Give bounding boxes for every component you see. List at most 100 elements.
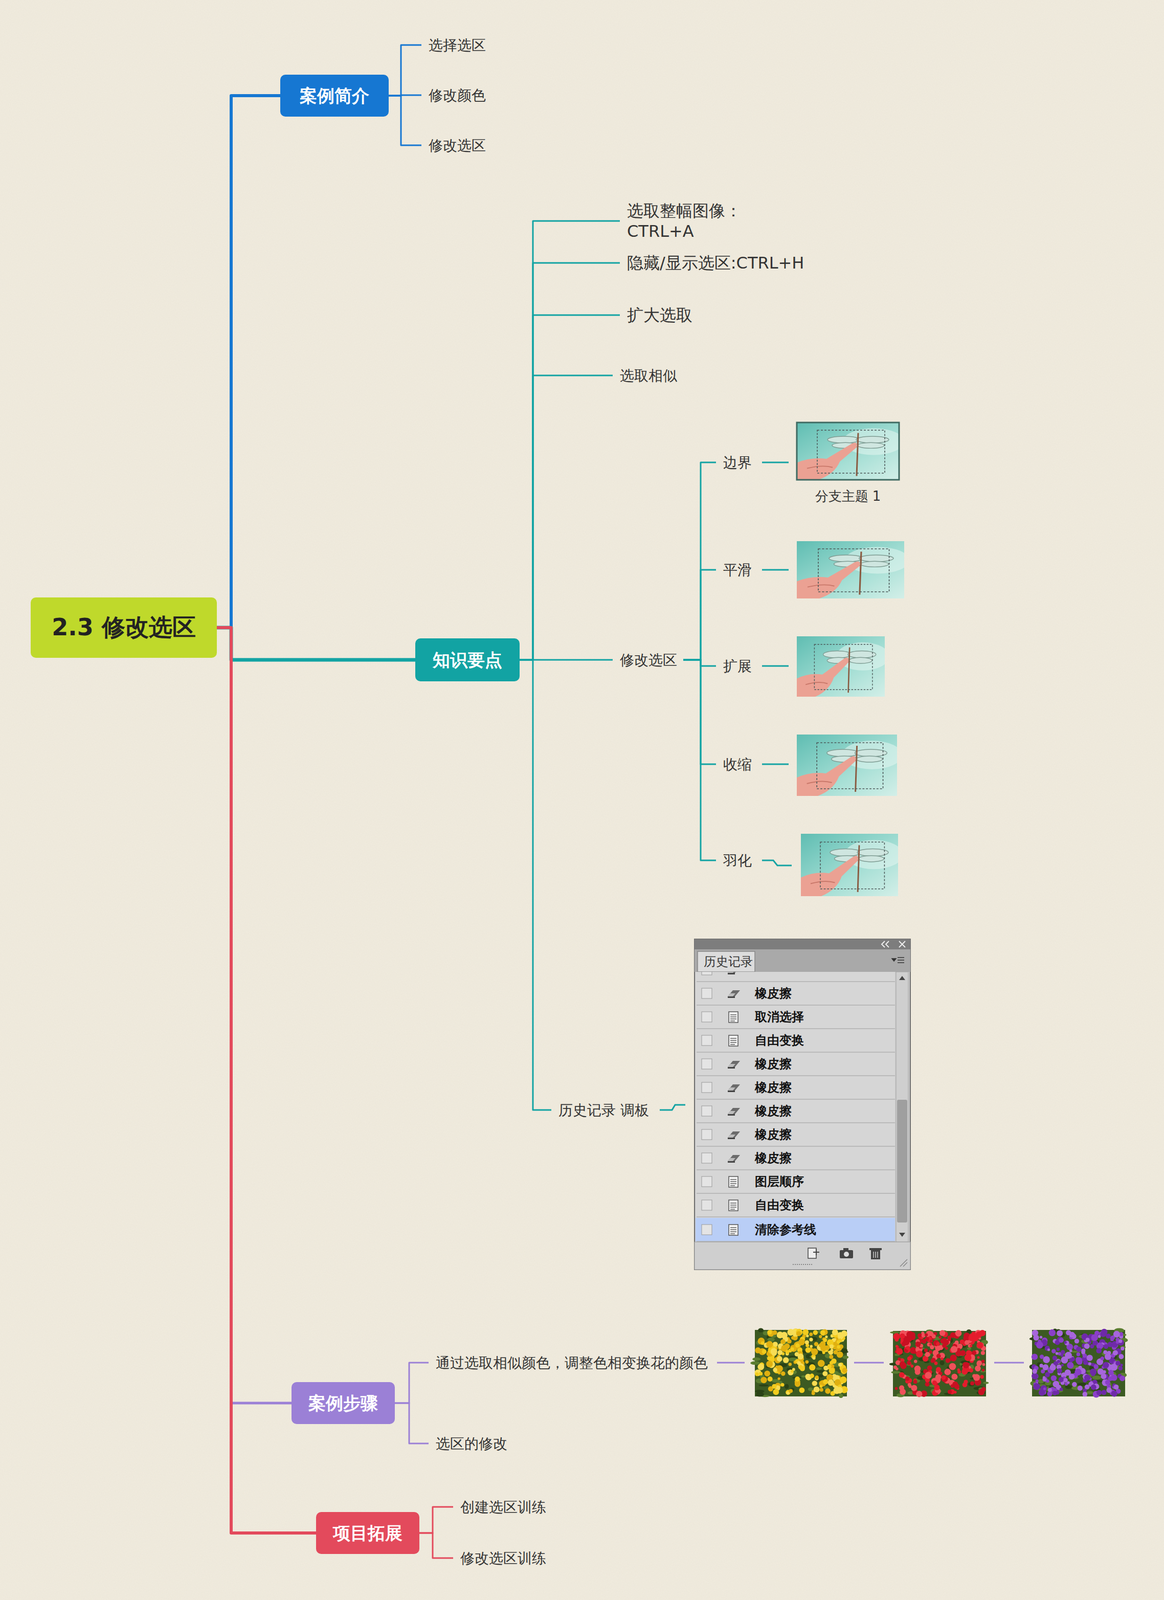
flower <box>827 1379 834 1386</box>
subtopic: 选区的修改 <box>428 1432 514 1455</box>
flower <box>969 1344 973 1348</box>
flower <box>790 1347 795 1351</box>
flower <box>906 1330 914 1338</box>
flower <box>974 1364 981 1372</box>
flower <box>973 1373 980 1381</box>
flower <box>1086 1354 1093 1361</box>
flower <box>1040 1384 1047 1392</box>
flower <box>915 1390 923 1397</box>
flower <box>791 1335 795 1340</box>
flower <box>1058 1376 1064 1382</box>
flower <box>809 1337 813 1341</box>
flower <box>787 1369 794 1376</box>
subtopic: 通过选取相似颜色，调整色相变换花的颜色 <box>428 1351 714 1374</box>
flower <box>755 1372 759 1376</box>
connector <box>519 659 552 1110</box>
panel-rows <box>696 971 895 1242</box>
subtopic: 修改颜色 <box>421 84 492 107</box>
flower <box>823 1337 827 1342</box>
flower <box>794 1376 800 1382</box>
topic-text: 选取相似 <box>619 366 678 385</box>
flower <box>1058 1337 1064 1343</box>
flower <box>841 1367 847 1373</box>
panel-footer <box>694 1241 911 1270</box>
leaf <box>838 1393 843 1398</box>
row-checkbox <box>701 1058 712 1069</box>
flower <box>1120 1363 1123 1367</box>
flower <box>1044 1345 1050 1351</box>
flower <box>1032 1368 1038 1374</box>
history-step: 取消选择 <box>754 1009 804 1025</box>
subtopic: 扩大选取 <box>619 302 699 328</box>
flower <box>896 1347 900 1351</box>
panel-menu-icon <box>891 957 905 963</box>
flower <box>780 1371 786 1376</box>
photo-ground <box>754 1329 847 1397</box>
eraser-icon <box>727 1131 741 1139</box>
history-step: 橡皮擦 <box>754 1079 792 1095</box>
flower <box>953 1390 957 1394</box>
flower <box>829 1354 834 1359</box>
flower <box>830 1348 834 1352</box>
row-checkbox <box>701 1176 712 1187</box>
flower <box>944 1368 952 1376</box>
flower <box>1050 1375 1057 1381</box>
flower <box>839 1376 847 1384</box>
flower <box>840 1367 848 1375</box>
leaf <box>1091 1375 1102 1380</box>
flower <box>1042 1375 1046 1379</box>
connector <box>683 659 716 666</box>
flower <box>777 1377 780 1380</box>
flower <box>833 1349 838 1355</box>
leader-line <box>762 860 792 866</box>
flower <box>1118 1353 1125 1359</box>
flower <box>935 1373 942 1380</box>
topic-text: 修改选区 <box>428 136 486 155</box>
topic-title: 知识要点 <box>432 648 503 671</box>
flower <box>951 1373 958 1380</box>
panel-frame <box>694 938 911 1270</box>
flower <box>777 1349 783 1355</box>
flower <box>1102 1361 1109 1369</box>
flower <box>1056 1347 1060 1351</box>
flower <box>766 1340 773 1348</box>
flower <box>930 1358 935 1363</box>
flower <box>1042 1355 1050 1363</box>
flower <box>955 1329 962 1337</box>
flower <box>829 1344 835 1349</box>
flower <box>1100 1331 1106 1337</box>
flower <box>809 1332 813 1336</box>
selected-row <box>695 1217 895 1242</box>
flower <box>941 1375 947 1380</box>
leaf <box>967 1347 972 1350</box>
thumbnail <box>800 833 904 897</box>
flower <box>979 1342 983 1346</box>
leaf <box>1077 1382 1087 1386</box>
flower <box>822 1370 828 1376</box>
topic-text: 边界 <box>723 453 752 472</box>
flower <box>910 1364 914 1368</box>
history-step: 清除参考线 <box>754 1221 817 1238</box>
flower <box>815 1375 819 1379</box>
flower <box>780 1331 788 1339</box>
flower <box>836 1386 843 1394</box>
flower <box>1039 1354 1044 1359</box>
flower <box>969 1368 974 1373</box>
thumbnail <box>796 734 903 796</box>
subtopic: 修改选区训练 <box>453 1547 553 1570</box>
row-separator <box>696 1216 895 1218</box>
connector <box>683 569 716 660</box>
flower <box>1076 1358 1083 1365</box>
flower <box>1049 1363 1057 1371</box>
flower <box>939 1329 946 1336</box>
leader-line <box>762 665 789 667</box>
flower <box>929 1344 934 1349</box>
flower <box>957 1368 960 1371</box>
document-icon <box>728 1011 738 1023</box>
flower <box>786 1391 790 1395</box>
flower <box>778 1368 782 1372</box>
flower <box>934 1361 938 1365</box>
flower <box>1076 1346 1082 1352</box>
subtopic: 修改选区 <box>612 648 684 671</box>
flower <box>1057 1368 1063 1374</box>
